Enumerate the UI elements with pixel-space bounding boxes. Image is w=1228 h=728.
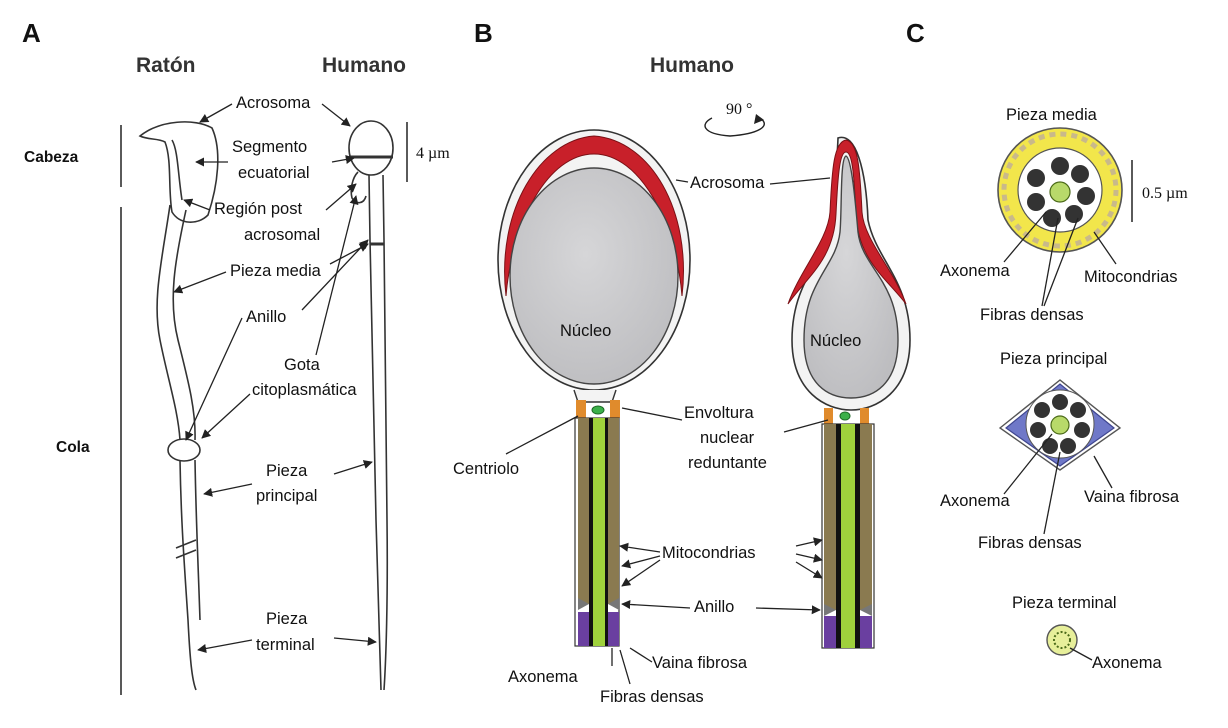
label-acrosome-b: Acrosoma (690, 174, 765, 192)
terminal-piece-cross-section (1047, 625, 1077, 655)
label-pp-sheath: Vaina fibrosa (1084, 488, 1180, 506)
panel-letter-a: A (22, 18, 41, 48)
label-annulus-b: Anillo (694, 598, 734, 616)
label-pp-dense-fibers: Fibras densas (978, 534, 1082, 552)
label-equatorial-1: Segmento (232, 138, 307, 156)
label-equatorial-2: ecuatorial (238, 164, 310, 182)
title-mouse: Ratón (136, 54, 196, 77)
label-nucleus-right: Núcleo (810, 332, 861, 350)
label-principal-2: principal (256, 487, 317, 505)
human-sperm-drawing (349, 121, 393, 690)
principal-piece-cross-section (1000, 380, 1120, 470)
label-envelope-1: Envoltura (684, 404, 755, 422)
label-droplet-1: Gota (284, 356, 321, 374)
label-terminal-c: Pieza terminal (1012, 594, 1117, 612)
centriole-dot (592, 406, 604, 414)
nucleus-face (510, 168, 678, 384)
label-mid-axoneme: Axonema (940, 262, 1011, 280)
label-envelope-2: nuclear (700, 429, 755, 447)
rotation-label: 90 ° (726, 101, 752, 118)
label-droplet-2: citoplasmática (252, 381, 357, 399)
label-principal-1: Pieza (266, 462, 308, 480)
label-mitochondria-b: Mitocondrias (662, 544, 756, 562)
label-fibrous-sheath-b: Vaina fibrosa (652, 654, 748, 672)
label-nucleus-left: Núcleo (560, 322, 611, 340)
scale-label-c: 0.5 µm (1142, 185, 1188, 202)
axoneme-side (841, 424, 855, 648)
fibrous-sheath-left (578, 612, 589, 646)
label-postacrosomal-1: Región post (214, 200, 302, 218)
label-terminal-2: terminal (256, 636, 315, 654)
side-label-tail: Cola (56, 439, 90, 456)
title-human-b: Humano (650, 54, 734, 77)
label-dense-fibers-b: Fibras densas (600, 688, 704, 706)
label-pp-axoneme: Axonema (940, 492, 1011, 510)
panel-b: B Humano 90 ° (453, 18, 910, 706)
centriole-left (576, 400, 586, 418)
label-annulus-a: Anillo (246, 308, 286, 326)
label-envelope-3: reduntante (688, 454, 767, 472)
label-midpiece-c: Pieza media (1006, 106, 1098, 124)
label-postacrosomal-2: acrosomal (244, 226, 320, 244)
panel-a-arrows (174, 104, 376, 650)
mito-column-left (578, 418, 589, 604)
label-mid-mitochondria: Mitocondrias (1084, 268, 1178, 286)
label-acrosome-a: Acrosoma (236, 94, 311, 112)
panel-c: C Pieza media 0.5 µm Axonema Mitocondria… (906, 18, 1188, 672)
mouse-sperm-drawing (140, 122, 218, 690)
panel-letter-b: B (474, 18, 493, 48)
scale-label-a: 4 µm (416, 145, 450, 162)
sperm-side-view (788, 137, 910, 648)
axoneme-face (593, 418, 605, 646)
side-label-head: Cabeza (24, 149, 79, 166)
label-terminal-1: Pieza (266, 610, 308, 628)
title-human: Humano (322, 54, 406, 77)
label-principal-c: Pieza principal (1000, 350, 1107, 368)
label-mid-dense-fibers: Fibras densas (980, 306, 1084, 324)
midpiece-cross-section (998, 128, 1122, 252)
label-midpiece-a: Pieza media (230, 262, 322, 280)
panel-a: A Ratón Humano Cabeza Cola 4 µm Acrosom (22, 18, 450, 695)
label-centriole: Centriolo (453, 460, 519, 478)
label-axoneme-b: Axonema (508, 668, 579, 686)
label-tp-axoneme: Axonema (1092, 654, 1163, 672)
panel-letter-c: C (906, 18, 925, 48)
sperm-face-view (498, 130, 690, 646)
